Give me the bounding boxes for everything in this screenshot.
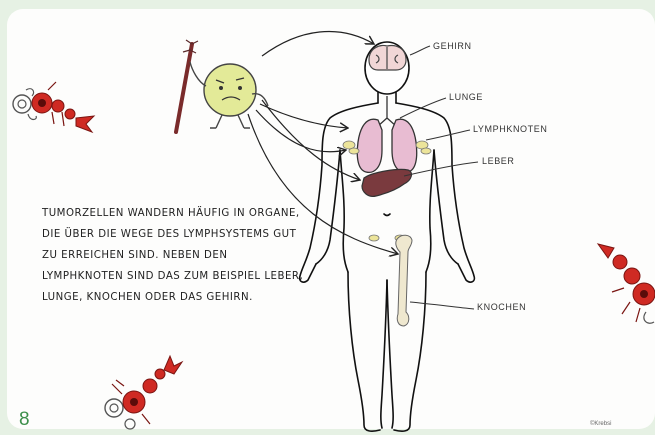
crab-symbol-right [598, 244, 655, 323]
label-lymphknoten: Lymphknoten [473, 124, 547, 134]
caption-text: Tumorzellen wandern häufig in Organe, di… [42, 203, 312, 308]
brain-organ [369, 46, 406, 70]
label-lunge: Lunge [449, 92, 483, 102]
artist-signature: ©Krebsi [590, 421, 611, 427]
label-pointers [400, 46, 478, 309]
crab-symbol-bottom-left [105, 356, 182, 429]
label-gehirn: Gehirn [433, 41, 472, 51]
label-knochen: Knochen [477, 302, 526, 312]
tumor-cell-character [176, 40, 268, 132]
femur-bone [396, 235, 412, 326]
page-number: 8 [19, 409, 30, 431]
label-leber: Leber [482, 156, 515, 166]
lungs-organ [357, 96, 416, 172]
liver-organ [362, 169, 411, 196]
crab-symbol-top-left [13, 82, 94, 132]
